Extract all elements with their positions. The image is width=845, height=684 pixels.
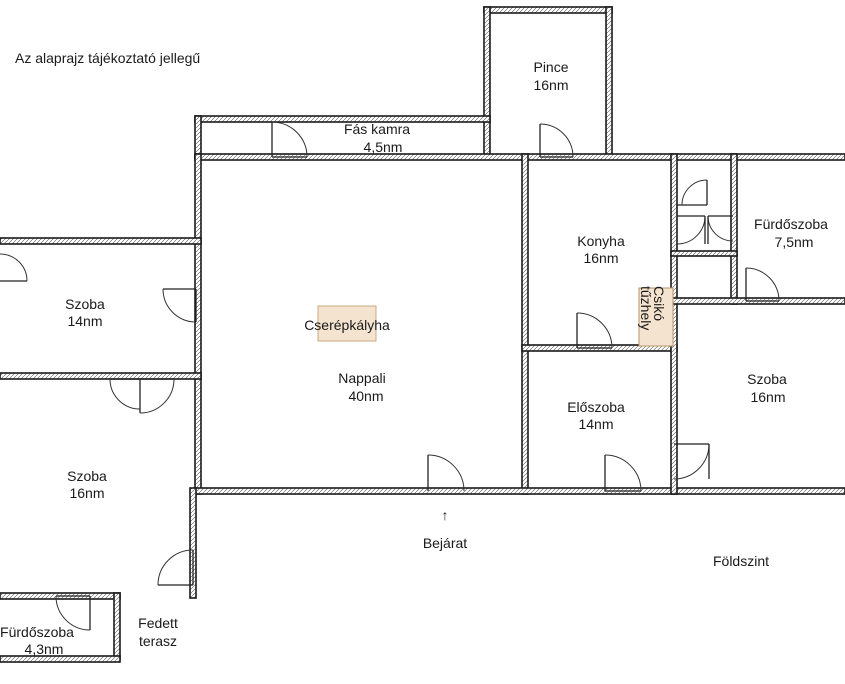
wall-left-top bbox=[0, 237, 202, 245]
wall-left-middle bbox=[0, 372, 202, 380]
wall-left-lower-right bbox=[189, 487, 197, 599]
label-eloszoba-area: 14nm bbox=[578, 416, 613, 432]
door-furdoszoba bbox=[745, 267, 780, 302]
label-cserepkalyha: Cserépkályha bbox=[304, 317, 390, 333]
door-szoba16-terasz bbox=[157, 549, 194, 586]
entrance-arrow: ↑ bbox=[442, 507, 449, 523]
wall-small-bath-right bbox=[113, 592, 121, 660]
wall-nappali-right bbox=[521, 153, 529, 495]
label-szoba-14-name: Szoba bbox=[65, 296, 105, 312]
label-nappali-area: 40nm bbox=[348, 388, 383, 404]
label-szoba-14-area: 14nm bbox=[67, 313, 102, 329]
label-eloszoba-name: Előszoba bbox=[567, 399, 625, 415]
door-left-double bbox=[109, 378, 175, 414]
label-nappali-name: Nappali bbox=[338, 370, 385, 386]
door-small-bath bbox=[55, 595, 91, 631]
label-szoba-right-name: Szoba bbox=[747, 371, 787, 387]
wall-closet-divider bbox=[670, 250, 738, 257]
label-small-bath-name: Fürdőszoba bbox=[0, 624, 74, 640]
wall-pince-right bbox=[605, 6, 613, 158]
door-konyha bbox=[576, 312, 613, 349]
wall-furdo-left bbox=[730, 153, 738, 305]
label-fas-kamra-name: Fás kamra bbox=[344, 121, 410, 137]
label-konyha-area: 16nm bbox=[583, 250, 618, 266]
wall-nappali-left bbox=[194, 153, 202, 495]
label-small-bath-area: 4,3nm bbox=[25, 641, 64, 657]
door-pince bbox=[539, 123, 574, 158]
door-eloszoba bbox=[604, 454, 642, 492]
label-entrance: Bejárat bbox=[423, 535, 467, 551]
label-szoba-16-left-area: 16nm bbox=[69, 485, 104, 501]
door-szoba14-nappali bbox=[162, 288, 197, 323]
door-closet-bottom bbox=[676, 215, 734, 245]
label-szoba-16-left-name: Szoba bbox=[67, 468, 107, 484]
wall-fas-kamra-top bbox=[194, 115, 491, 123]
label-terasz-line1: Fedett bbox=[138, 615, 178, 631]
room-labels: Pince 16nm Fás kamra 4,5nm Cserépkályha … bbox=[0, 59, 828, 657]
door-szoba-jobb bbox=[673, 443, 710, 480]
door-left-top-outer bbox=[0, 253, 28, 282]
label-terasz-line2: terasz bbox=[139, 633, 177, 649]
plan-disclaimer-note: Az alaprajz tájékoztató jellegű bbox=[15, 50, 200, 66]
doors bbox=[0, 121, 780, 631]
label-pince-area: 16nm bbox=[533, 77, 568, 93]
label-csiko-line2: tűzhely bbox=[638, 286, 654, 330]
label-furdoszoba-name: Fürdőszoba bbox=[754, 216, 828, 232]
door-fas-kamra bbox=[271, 121, 308, 158]
cserepkalyha-stove bbox=[317, 305, 377, 342]
wall-main-bottom bbox=[194, 487, 845, 495]
walls bbox=[0, 6, 845, 663]
label-konyha-name: Konyha bbox=[577, 233, 625, 249]
door-closet-top bbox=[677, 179, 708, 206]
csiko-tuzhely-stove bbox=[638, 287, 674, 347]
wall-pince-left bbox=[483, 6, 491, 158]
label-csiko-line1: Csikó bbox=[651, 286, 667, 321]
label-furdoszoba-area: 7,5nm bbox=[775, 234, 814, 250]
label-pince-name: Pince bbox=[533, 59, 568, 75]
wall-small-bath-bottom bbox=[0, 655, 121, 663]
wall-pince-top bbox=[483, 6, 613, 14]
door-nappali-main bbox=[427, 454, 465, 492]
label-level: Földszint bbox=[713, 553, 769, 569]
label-szoba-right-area: 16nm bbox=[750, 389, 785, 405]
label-fas-kamra-area: 4,5nm bbox=[364, 139, 403, 155]
